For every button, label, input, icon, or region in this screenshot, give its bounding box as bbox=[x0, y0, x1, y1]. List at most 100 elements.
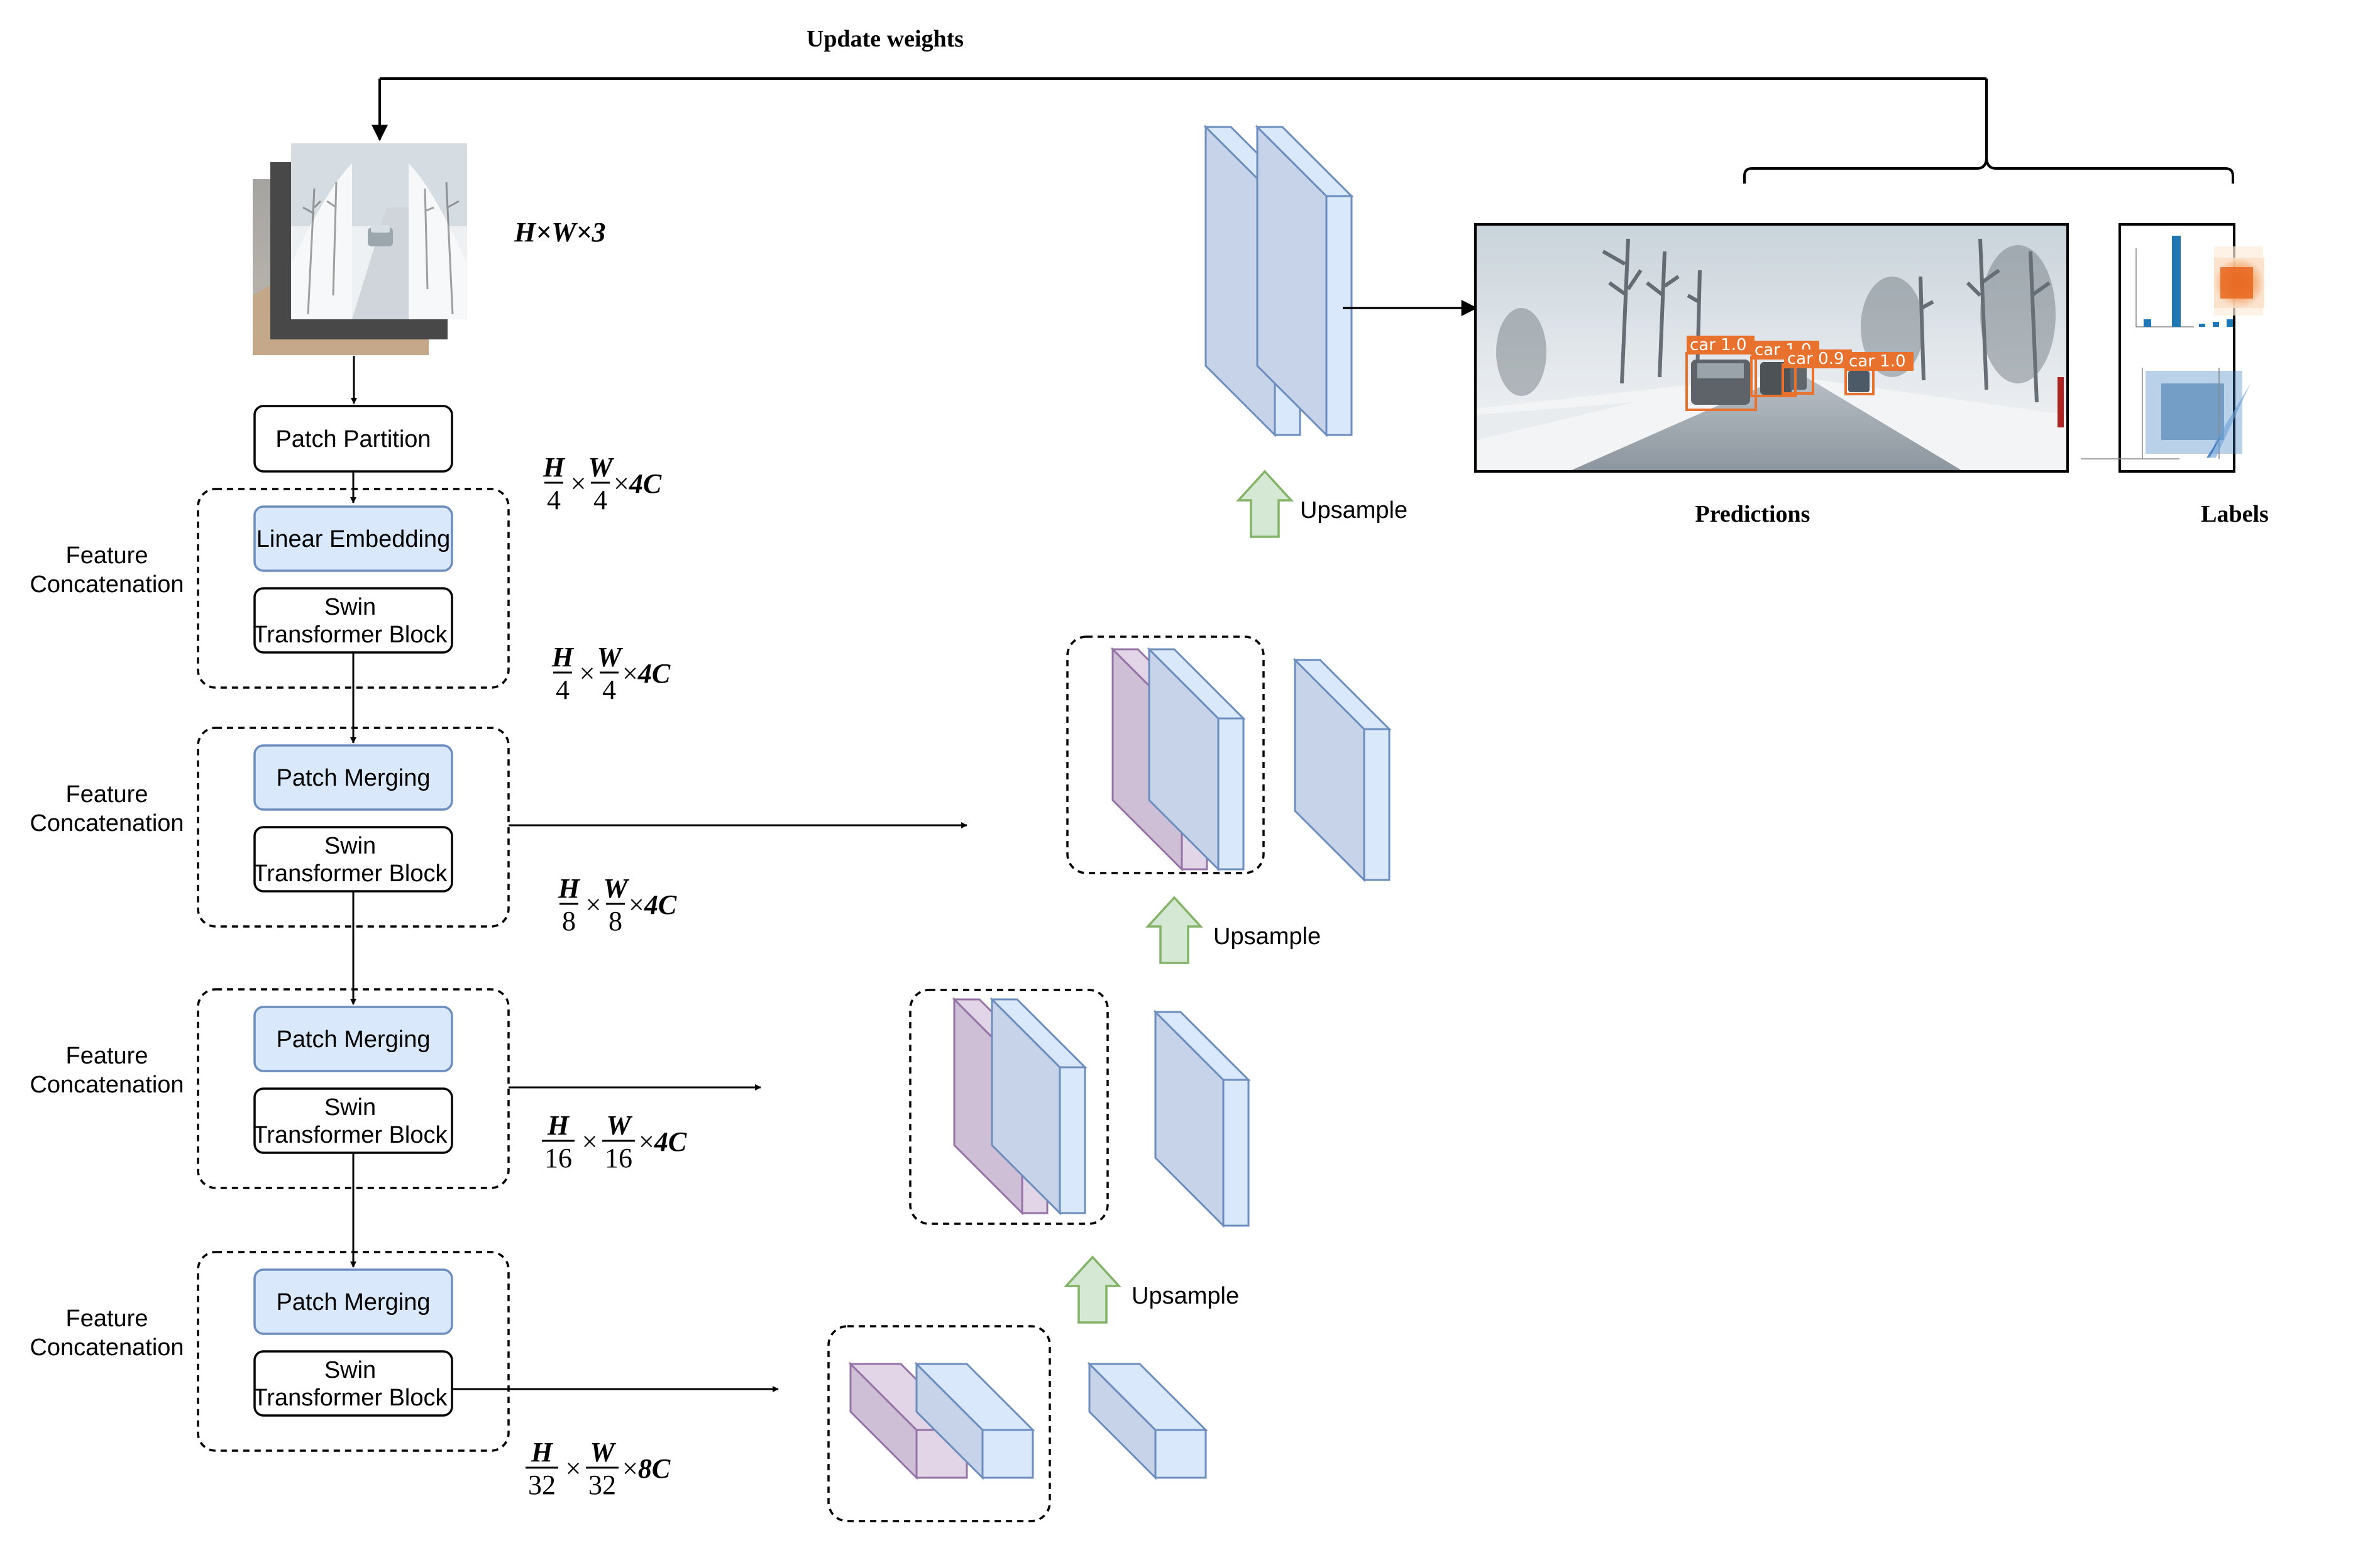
swin-block-label: Transformer Block bbox=[253, 1122, 448, 1148]
dim-channels: ×8C bbox=[622, 1453, 671, 1484]
swin-block-label: Swin bbox=[324, 1357, 376, 1383]
decoder-level-2 bbox=[909, 989, 1251, 1228]
stage-top-block-label: Patch Merging bbox=[276, 1289, 430, 1316]
dim-numerator: H bbox=[547, 1110, 570, 1141]
upsample-label: Upsample bbox=[1300, 497, 1408, 524]
dim-numerator: W bbox=[588, 452, 614, 483]
blue-feature-block bbox=[914, 1361, 1035, 1480]
dim-numerator: W bbox=[597, 642, 623, 673]
stage-dashed-frame bbox=[197, 488, 510, 689]
skip-arrows bbox=[453, 822, 967, 1392]
upsample-arrow: Upsample bbox=[1064, 1255, 1239, 1324]
dim-denominator: 4 bbox=[547, 485, 561, 515]
dim-channels: ×4C bbox=[614, 468, 662, 499]
dim-numerator: W bbox=[590, 1437, 616, 1468]
feature-concat-label: Feature bbox=[66, 1305, 148, 1332]
input-image-stack bbox=[253, 143, 467, 355]
dim-numerator: H bbox=[543, 452, 566, 483]
upsample-label: Upsample bbox=[1132, 1283, 1239, 1309]
stage-top-block bbox=[253, 744, 453, 811]
dim-numerator: H bbox=[558, 873, 581, 904]
feedback-bracket bbox=[372, 77, 2234, 184]
feature-concat-label: Concatenation bbox=[30, 1072, 184, 1098]
detection-label: car 0.9 bbox=[1787, 349, 1844, 368]
stage-dashed-frame bbox=[197, 988, 510, 1189]
predictions-label: Predictions bbox=[1695, 501, 1810, 527]
feature-concat-label: Concatenation bbox=[30, 571, 184, 598]
swin-block-label: Swin bbox=[324, 594, 376, 620]
detection-label: car 1.0 bbox=[1849, 352, 1906, 371]
dim-numerator: W bbox=[606, 1110, 632, 1141]
blue-upsampled-block bbox=[1153, 1009, 1251, 1228]
decoder-output bbox=[1203, 124, 1354, 437]
blue-upsampled-block bbox=[1292, 657, 1392, 882]
dim-numerator: W bbox=[603, 873, 629, 904]
upsample-arrow-shape bbox=[1145, 896, 1203, 964]
stage-dashed-frame bbox=[197, 1251, 510, 1452]
dim-times: × bbox=[571, 468, 587, 499]
swin-block-label: Swin bbox=[324, 1094, 376, 1121]
patch-partition-block: Patch Partition bbox=[253, 405, 453, 473]
upsample-arrow-shape bbox=[1064, 1255, 1121, 1324]
dim-times: × bbox=[582, 1126, 598, 1157]
dim-channels: ×4C bbox=[622, 658, 671, 689]
concat-frame bbox=[827, 1325, 1051, 1522]
dim-denominator: 4 bbox=[556, 674, 570, 705]
box-size-heatmap bbox=[2214, 246, 2264, 316]
dim-times: × bbox=[566, 1453, 581, 1484]
dim-denominator: 32 bbox=[528, 1470, 556, 1500]
size-scatter bbox=[2206, 368, 2251, 459]
concat-frame bbox=[1066, 635, 1265, 874]
dim-denominator: 4 bbox=[593, 485, 607, 515]
detection-box: car 1.0 bbox=[1844, 352, 1914, 395]
swin-transformer-block bbox=[253, 1350, 453, 1417]
detection-label: car 1.0 bbox=[1690, 336, 1747, 355]
dim-numerator: H bbox=[551, 642, 575, 673]
labels-statistics-panel bbox=[2081, 223, 2264, 473]
dim-denominator: 4 bbox=[602, 674, 616, 705]
blue-feature-block bbox=[989, 997, 1088, 1216]
upsample-arrow: Upsample bbox=[1236, 470, 1408, 538]
dim-denominator: 16 bbox=[605, 1143, 632, 1173]
dim-channels: ×4C bbox=[639, 1126, 687, 1157]
upsample-label: Upsample bbox=[1213, 923, 1321, 950]
predictions-image bbox=[1474, 223, 2069, 473]
input-dims: H×W×3 bbox=[514, 217, 606, 248]
dim-denominator: 8 bbox=[609, 906, 622, 937]
blue-output-block bbox=[1255, 124, 1354, 437]
blue-feature-block bbox=[1147, 647, 1246, 872]
swin-block-label: Transformer Block bbox=[253, 622, 448, 648]
swin-block-label: Transformer Block bbox=[253, 860, 448, 887]
feature-concat-label: Feature bbox=[66, 542, 148, 569]
feature-concat-label: Feature bbox=[66, 781, 148, 808]
decoder-level-3 bbox=[1066, 635, 1392, 882]
dim-denominator: 16 bbox=[544, 1143, 572, 1173]
labels-label: Labels bbox=[2201, 501, 2269, 527]
swin-block-label: Transformer Block bbox=[253, 1385, 448, 1411]
dimension-annotations: H4×W4×4CH4×W4×4CH8×W8×4CH16×W16×4CH32×W3… bbox=[526, 452, 687, 1500]
stage-top-block-label: Patch Merging bbox=[276, 765, 430, 791]
decoder-level-1 bbox=[827, 1325, 1208, 1522]
stage-top-block-label: Linear Embedding bbox=[256, 526, 450, 552]
dim-denominator: 8 bbox=[562, 906, 576, 937]
stage-top-block bbox=[253, 1268, 453, 1335]
dim-times: × bbox=[580, 658, 595, 689]
update-weights-label: Update weights bbox=[807, 26, 964, 52]
upsample-arrow-shape bbox=[1236, 470, 1294, 538]
swin-block-label: Swin bbox=[324, 833, 376, 859]
dim-times: × bbox=[586, 889, 602, 920]
detection-box: car 1.0 bbox=[1685, 336, 1757, 411]
dim-denominator: 32 bbox=[588, 1470, 616, 1500]
dim-annotation-2: H4×W4×4C bbox=[551, 642, 671, 705]
feature-concat-label: Concatenation bbox=[30, 810, 184, 837]
stage-top-block bbox=[253, 1006, 453, 1072]
label-histogram bbox=[2135, 236, 2233, 327]
